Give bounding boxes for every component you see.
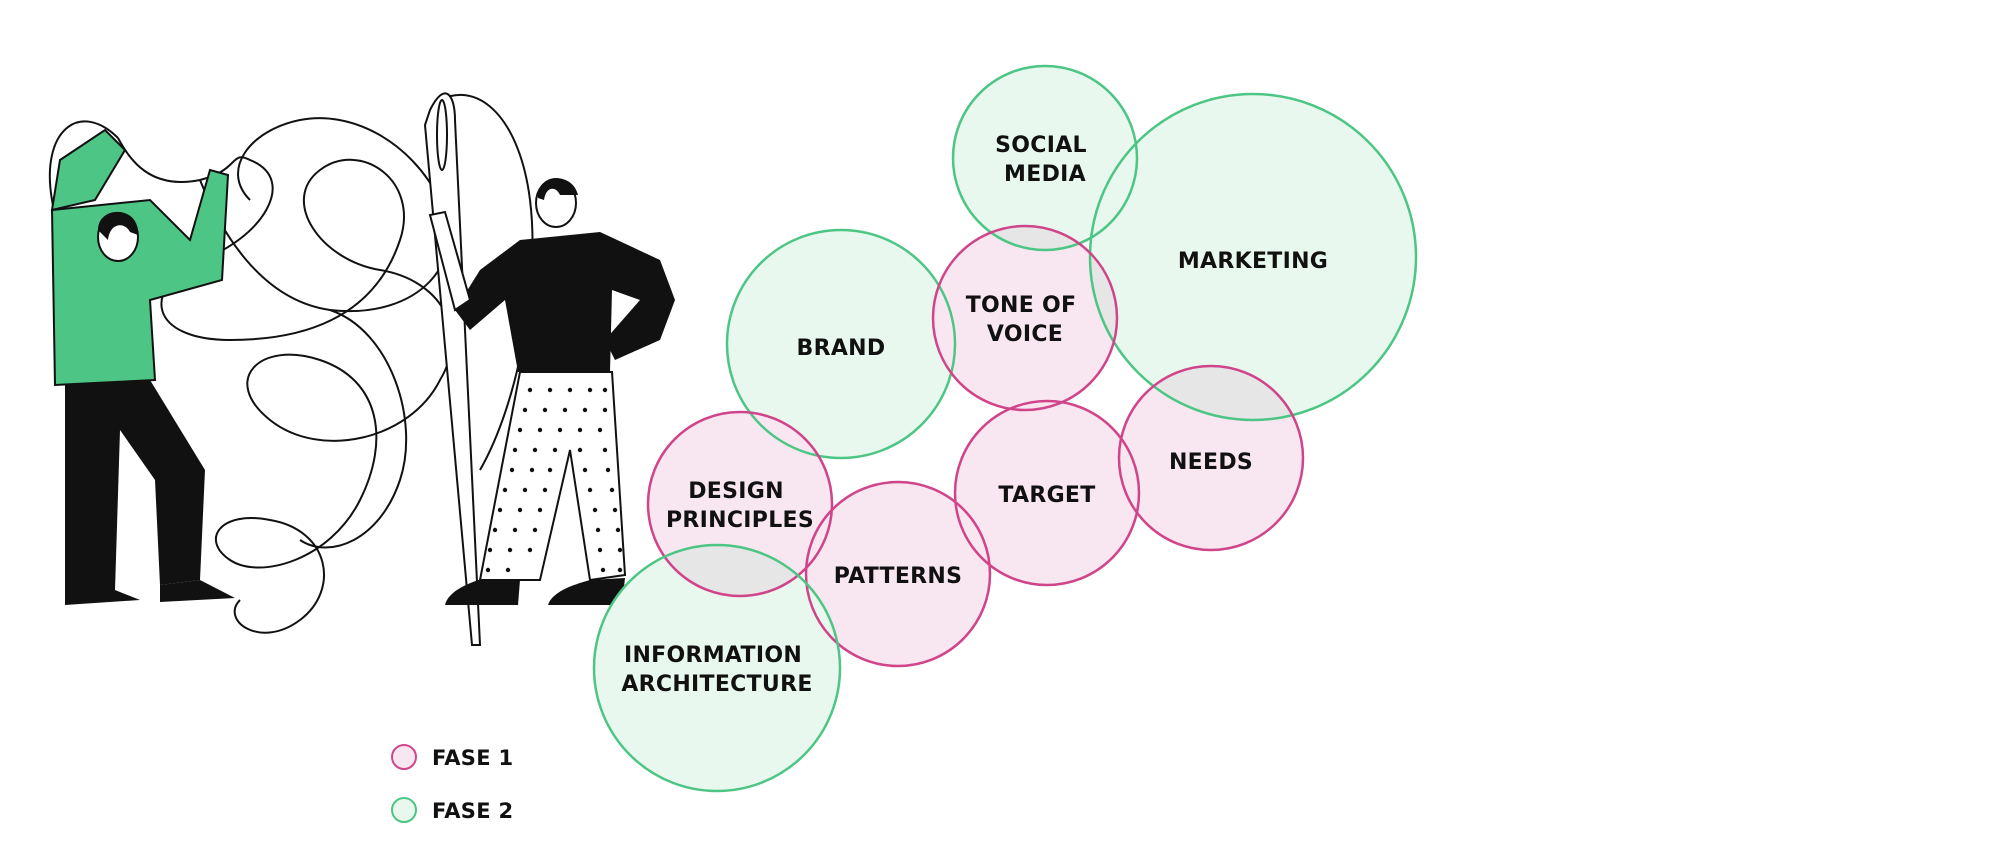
label-tone-of-voice: TONE OF VOICE <box>966 293 1085 347</box>
legend-item-fase2: FASE 2 <box>391 797 513 823</box>
person-right-icon <box>428 178 675 605</box>
circle-tone-of-voice <box>933 226 1117 410</box>
circle-labels: SOCIAL MEDIA MARKETING BRAND TONE OF VOI… <box>621 133 1328 697</box>
outline-marketing <box>1088 92 1418 422</box>
circle-social-media <box>953 66 1137 250</box>
outlines <box>592 64 1418 793</box>
circle-patterns <box>806 482 990 666</box>
legend-swatch-fase1 <box>391 744 417 770</box>
label-patterns: PATTERNS <box>834 564 963 589</box>
legend-swatch-fase2 <box>391 797 417 823</box>
label-information-architecture: INFORMATION ARCHITECTURE <box>621 643 812 697</box>
person-left-icon <box>50 128 235 605</box>
legend-item-fase1: FASE 1 <box>391 744 513 770</box>
circle-information-architecture <box>594 545 840 791</box>
label-design-principles: DESIGN PRINCIPLES <box>666 479 814 533</box>
legend: FASE 1 FASE 2 <box>391 744 513 823</box>
outline-tone-of-voice <box>931 224 1119 412</box>
label-social-media: SOCIAL MEDIA <box>995 133 1095 187</box>
circles-layer <box>592 64 1418 793</box>
label-target: TARGET <box>998 483 1095 508</box>
legend-label-fase1: FASE 1 <box>432 746 513 770</box>
label-brand: BRAND <box>797 336 886 361</box>
outline-design-principles <box>646 410 834 598</box>
outline-patterns <box>804 480 992 668</box>
circle-marketing <box>1090 94 1416 420</box>
outline-target <box>953 399 1141 587</box>
label-needs: NEEDS <box>1169 450 1253 475</box>
people-threading-needle-illustration <box>48 92 675 646</box>
outline-information-architecture <box>592 543 842 793</box>
outline-needs <box>1117 364 1305 552</box>
legend-label-fase2: FASE 2 <box>432 799 513 823</box>
outline-social-media <box>951 64 1139 252</box>
needle-icon <box>423 92 482 646</box>
circle-target <box>955 401 1139 585</box>
outline-brand <box>725 228 957 460</box>
circle-brand <box>727 230 955 458</box>
label-marketing: MARKETING <box>1178 249 1328 274</box>
